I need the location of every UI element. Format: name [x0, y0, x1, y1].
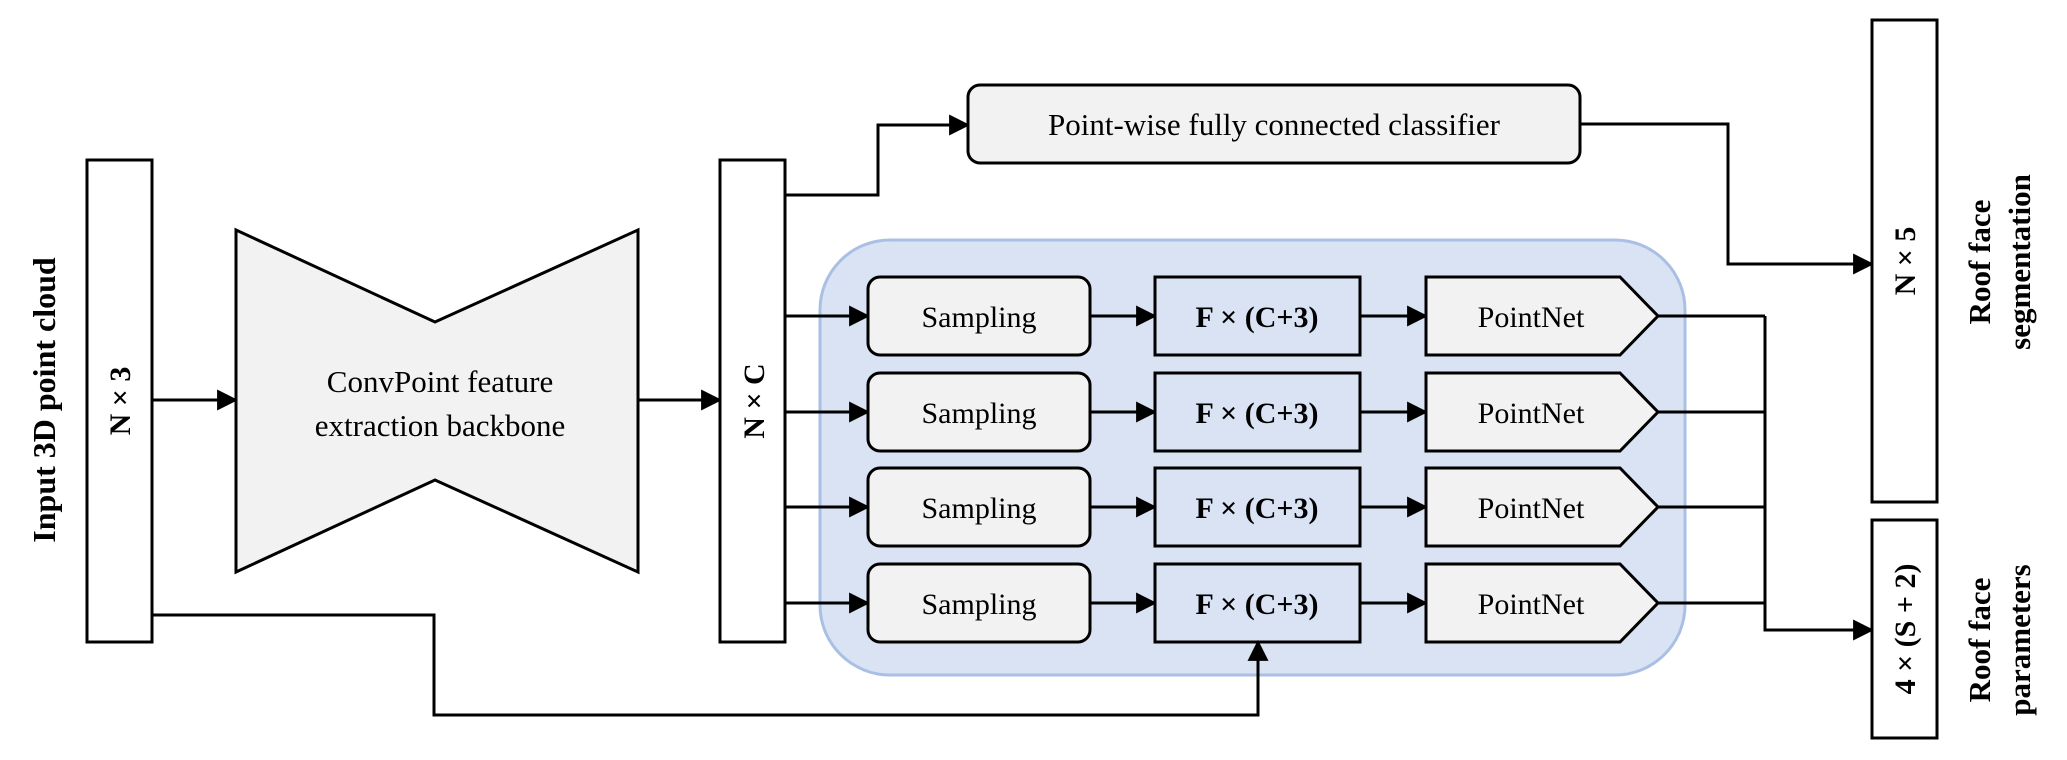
input-label: Input 3D point cloud — [26, 257, 62, 543]
group-label-2: F × (C+3) — [1195, 397, 1318, 430]
input-tensor-box — [85, 158, 154, 644]
pointnet-label-3: PointNet — [1478, 492, 1585, 525]
pointnet-label-2: PointNet — [1478, 397, 1585, 430]
feature-shape-label: N × C — [738, 363, 771, 438]
segmentation-shape-label: N × 5 — [1889, 227, 1922, 296]
parameters-title-line2: parameters — [2002, 564, 2037, 716]
parameters-title-line1: Roof face — [1962, 578, 1997, 703]
pointnet-label-1: PointNet — [1478, 301, 1585, 334]
segmentation-title-line1: Roof face — [1962, 200, 1997, 325]
backbone-label-line2: extraction backbone — [315, 408, 565, 443]
group-label-1: F × (C+3) — [1195, 301, 1318, 334]
sampling-label-2: Sampling — [921, 397, 1036, 430]
arrow-classifier-to-segmentation — [1580, 122, 1875, 275]
pointnet-box-2 — [1424, 371, 1661, 453]
classifier-label: Point-wise fully connected classifier — [1048, 107, 1501, 142]
backbone-shape — [234, 227, 640, 575]
group-label-3: F × (C+3) — [1195, 492, 1318, 525]
sampling-label-3: Sampling — [921, 492, 1036, 525]
arrow-pointnets-to-parameters — [1763, 316, 1875, 641]
input-shape-label: N × 3 — [104, 367, 137, 436]
segmentation-output-box — [1870, 18, 1939, 504]
parameters-output-box — [1870, 518, 1939, 740]
parameters-shape-label: 4 × (S + 2) — [1889, 564, 1922, 695]
group-box-2 — [1153, 371, 1362, 453]
arrow-features-to-classifier — [785, 114, 971, 197]
backbone-label-line1: ConvPoint feature — [327, 364, 553, 399]
segmentation-title-line2: segmentation — [2002, 174, 2037, 350]
pointnet-label-4: PointNet — [1478, 588, 1585, 621]
feature-tensor-box — [718, 158, 787, 644]
group-label-4: F × (C+3) — [1195, 588, 1318, 621]
pointnet-box-3 — [1424, 466, 1661, 548]
arrow-input-skip-to-group — [152, 613, 1269, 717]
pointnet-box-1 — [1424, 275, 1661, 357]
sampling-label-4: Sampling — [921, 588, 1036, 621]
sampling-label-1: Sampling — [921, 301, 1036, 334]
pointnet-box-4 — [1424, 562, 1661, 644]
group-box-3 — [1153, 466, 1362, 548]
